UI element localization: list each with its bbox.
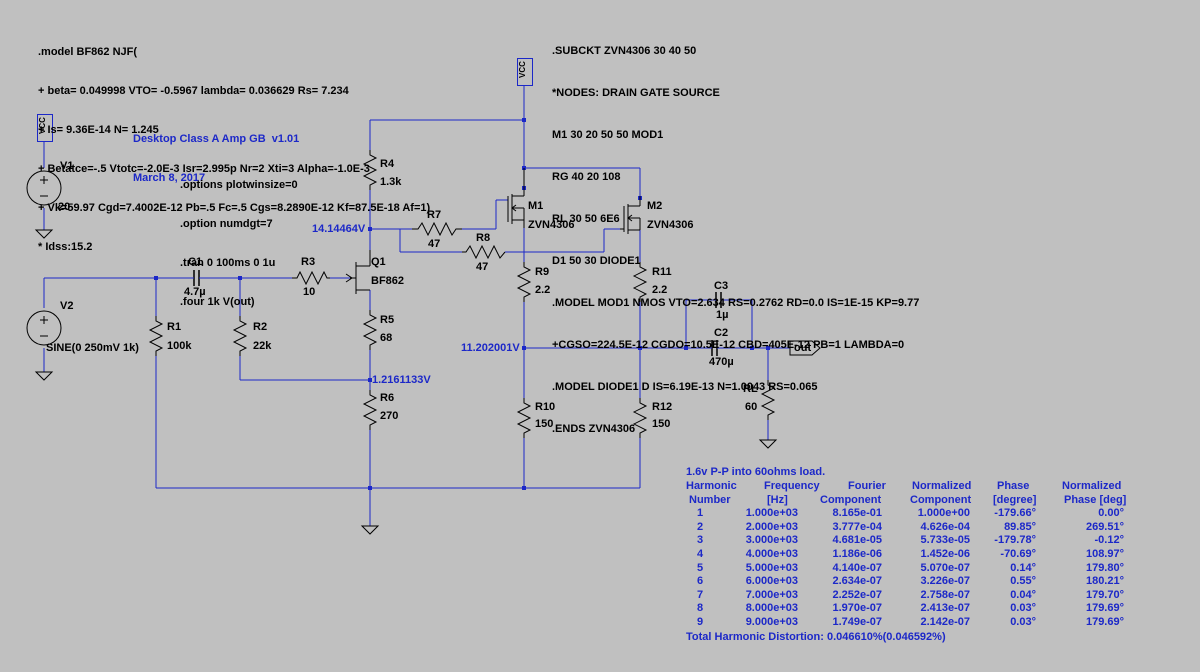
m2-value[interactable]: ZVN4306 [647,219,694,231]
fourier-header-harmonic: Harmonic [686,480,737,492]
v2-name[interactable]: V2 [60,300,74,312]
r10-value[interactable]: 150 [535,418,554,430]
fourier-header-phase: Phase [997,480,1030,492]
r4-value[interactable]: 1.3k [380,176,402,188]
r8-name[interactable]: R8 [476,232,491,244]
node-voltage-output[interactable]: 11.202001V [461,342,520,354]
c3-name[interactable]: C3 [714,280,729,292]
fourier-header-fourier: Fourier [848,480,886,492]
r8-value[interactable]: 47 [476,261,489,273]
c2-name[interactable]: C2 [714,327,729,339]
v1-value[interactable]: 20 [58,201,71,213]
rl-name[interactable]: RL [743,383,758,395]
r9-name[interactable]: R9 [535,266,550,278]
bf862-model-text[interactable]: .model BF862 NJF( + beta= 0.049998 VTO= … [38,46,431,253]
node-voltage-q1-source[interactable]: 1.2161133V [372,374,431,386]
fourier-subheader-number: Number [689,494,731,506]
r3-value[interactable]: 10 [303,286,316,298]
out-net-label[interactable]: out [794,342,812,354]
r5-name[interactable]: R5 [380,314,395,326]
fourier-subheader-phase-deg: Phase [deg] [1064,494,1127,506]
c2-value[interactable]: 470µ [709,356,734,368]
r1-value[interactable]: 100k [167,340,192,352]
r6-name[interactable]: R6 [380,392,395,404]
m1-value[interactable]: ZVN4306 [528,219,575,231]
c3-value[interactable]: 1µ [716,309,729,321]
r7-name[interactable]: R7 [427,209,442,221]
node-voltage-q1-drain[interactable]: 14.14464V [312,223,366,235]
r10-name[interactable]: R10 [535,401,556,413]
r12-value[interactable]: 150 [652,418,671,430]
v2-value[interactable]: SINE(0 250mV 1k) [46,342,139,354]
r11-value[interactable]: 2.2 [652,284,668,296]
c1-value[interactable]: 4.7µ [184,286,206,298]
r3-name[interactable]: R3 [301,256,316,268]
v1-name[interactable]: V1 [60,160,74,172]
fourier-subheader-component: Component [820,494,882,506]
vcc-flag-top[interactable]: VCC [517,58,533,86]
c1-name[interactable]: C1 [188,256,203,268]
fourier-subheader-hz: [Hz] [767,494,788,506]
fourier-header-frequency: Frequency [764,480,820,492]
q1-name[interactable]: Q1 [371,256,386,268]
simulation-directives[interactable]: .options plotwinsize=0 .option numdgt=7 … [180,179,298,308]
q1-value[interactable]: BF862 [371,275,405,287]
r9-value[interactable]: 2.2 [535,284,551,296]
fourier-subheader-degree: [degree] [993,494,1037,506]
r2-value[interactable]: 22k [253,340,272,352]
r5-value[interactable]: 68 [380,332,393,344]
r12-name[interactable]: R12 [652,401,673,413]
fourier-title: 1.6v P-P into 60ohms load. [686,466,826,478]
r7-value[interactable]: 47 [428,238,441,250]
fourier-subheader-norm-component: Component [910,494,972,506]
m2-name[interactable]: M2 [647,200,663,212]
r1-name[interactable]: R1 [167,321,182,333]
r2-name[interactable]: R2 [253,321,268,333]
total-harmonic-distortion: Total Harmonic Distortion: 0.046610%(0.0… [686,631,946,643]
schematic-title[interactable]: Desktop Class A Amp GB v1.01 March 8, 20… [133,133,300,184]
fourier-header-normalized-phase: Normalized [1062,480,1122,492]
r11-name[interactable]: R11 [652,266,672,278]
vcc-flag-left[interactable]: VCC [37,114,53,142]
m1-name[interactable]: M1 [528,200,544,212]
zvn4306-subckt-text[interactable]: .SUBCKT ZVN4306 30 40 50 *NODES: DRAIN G… [552,45,920,435]
rl-value[interactable]: 60 [745,401,758,413]
r6-value[interactable]: 270 [380,410,399,422]
fourier-header-normalized: Normalized [912,480,972,492]
r4-name[interactable]: R4 [380,158,395,170]
